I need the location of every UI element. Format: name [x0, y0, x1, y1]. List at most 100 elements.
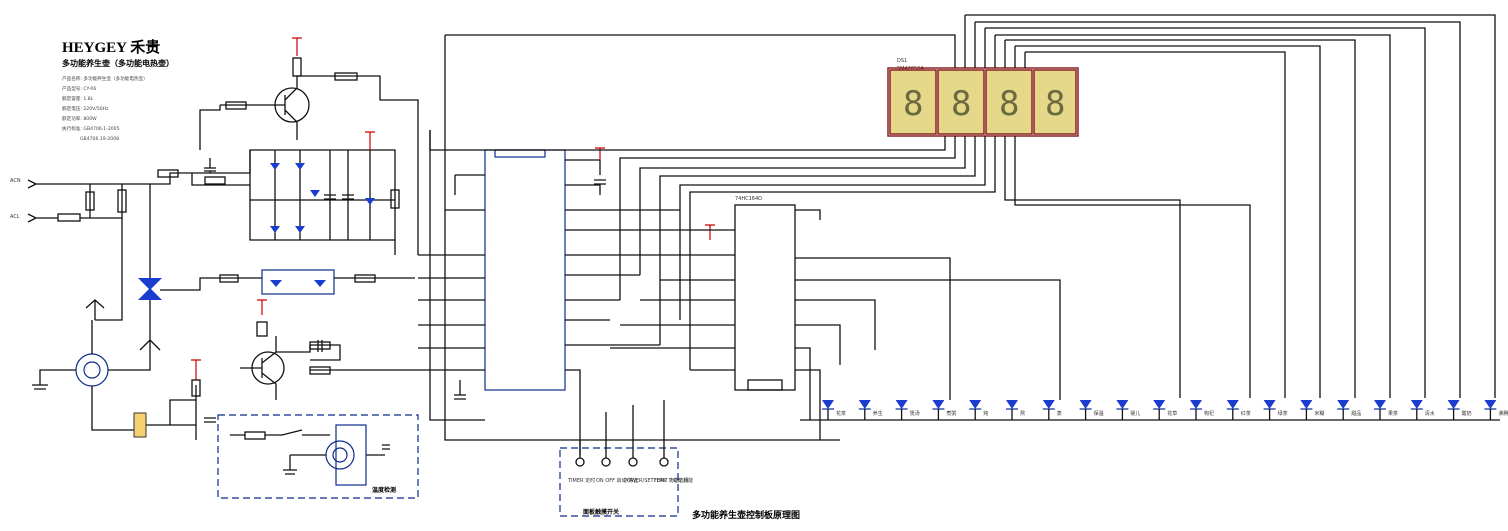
- led-label: 炖: [983, 410, 988, 417]
- led-diode-icon: [858, 400, 871, 409]
- led-diode-icon: [822, 400, 834, 409]
- key-k1-label: TIMER 定时: [567, 477, 595, 484]
- thermal-housing: [335, 424, 367, 486]
- digit-glyph-1: 8: [903, 84, 923, 124]
- led-label: 花草: [1167, 410, 1177, 417]
- led-label: 沸腾: [1498, 410, 1508, 417]
- key-k2-label: ON OFF 启动/停止: [596, 477, 638, 484]
- crystal-inner: [83, 361, 101, 379]
- led-indicator: 枸杞: [1190, 400, 1214, 420]
- varistor: [85, 191, 95, 211]
- led-label: 婴儿: [1130, 410, 1140, 417]
- key-k1[interactable]: [575, 457, 585, 467]
- res-r2: [219, 274, 239, 283]
- zener-d6: [365, 198, 375, 205]
- key-k4-label: FUNC TION 功能: [654, 477, 693, 484]
- led-indicator: 米糊: [1300, 400, 1324, 420]
- led-diode-icon: [932, 400, 945, 409]
- led-indicator: 清水: [1410, 400, 1435, 420]
- seven-segment-display: DS1 SM420564 8 8 8 8: [429, 14, 1496, 398]
- display-part: SM420564: [897, 66, 924, 72]
- led-indicator: 煮粥: [932, 400, 956, 420]
- crystal-cx1: [75, 353, 109, 387]
- diode-d4: [295, 226, 305, 233]
- led-label: 熬: [1020, 410, 1025, 417]
- thermal-cx2: [325, 440, 355, 470]
- led-diode-icon: [1484, 400, 1497, 409]
- digit-glyph-3: 8: [999, 84, 1019, 124]
- switch-box: 面板触摸开关 TIMER 定时 ON OFF 启动/停止 POWER/SETTE…: [559, 400, 693, 517]
- capacitor-x: [117, 189, 127, 213]
- triac-d7-reverse: [138, 288, 162, 300]
- zener-d5: [310, 190, 320, 197]
- led-diode-icon: [969, 400, 982, 409]
- display-frame: [887, 67, 1079, 137]
- ic-u1-body: [484, 149, 566, 391]
- spec-line: 额定容量: 1.8L: [62, 95, 94, 102]
- led-indicator: 熬: [1006, 400, 1025, 420]
- key-k4[interactable]: [659, 457, 669, 467]
- led-diode-icon: [1447, 400, 1460, 409]
- acl-label: ACL: [10, 214, 20, 220]
- led-diode-icon: [1116, 400, 1129, 409]
- res-r13: [191, 379, 201, 397]
- key-k3[interactable]: [628, 457, 638, 467]
- ic-u2-body: [734, 204, 796, 391]
- led-indicator: 红茶: [1226, 400, 1251, 420]
- switch-box-frame: [559, 447, 679, 517]
- led-label: 花茶: [836, 410, 846, 417]
- brand-title: HEYGEY 禾贵: [62, 38, 160, 56]
- optocoupler-u3: [261, 269, 335, 295]
- led-diode-icon: [895, 400, 908, 409]
- digit-2: [937, 69, 985, 135]
- diagram-title: 多功能养生壶控制板原理图: [692, 509, 800, 521]
- digit-glyph-4: 8: [1045, 84, 1065, 124]
- spec-line: 执行标准: GB4706.1-2005: [62, 125, 120, 132]
- ic-u2-part: 74HC164D: [735, 196, 762, 202]
- led-diode-icon: [1153, 400, 1166, 409]
- switch-box-title: 面板触摸开关: [583, 508, 619, 516]
- piezo-sensor: [256, 321, 268, 337]
- spec-list: 产品名称: 多功能养生壶（多功能电热壶） 产品型号: CY-06 额定容量: 1…: [62, 75, 148, 142]
- led-indicator: 煲汤: [895, 400, 920, 420]
- led-indicator: 酸奶: [1447, 400, 1472, 420]
- led-label: 果茶: [1388, 410, 1398, 417]
- digit-glyph-2: 8: [951, 84, 971, 124]
- triac-d7: [138, 278, 162, 290]
- res-r15: [309, 341, 331, 350]
- led-diode-icon: [1300, 400, 1313, 409]
- led-label: 养生: [873, 410, 883, 417]
- led-indicator: 保温: [1079, 400, 1104, 420]
- res-r9: [225, 101, 247, 110]
- key-k3-label: POWER/SETTEMP 功能选择: [624, 477, 689, 484]
- key-k2[interactable]: [601, 457, 611, 467]
- led-label: 清水: [1425, 410, 1435, 417]
- diode-d3: [270, 226, 280, 233]
- power-input-section: ACN ACL: [10, 37, 419, 440]
- buzzer: [133, 412, 147, 438]
- spec-line: 产品型号: CY-06: [62, 85, 96, 92]
- led-diode-icon: [1410, 400, 1423, 409]
- led-label: 煮粥: [946, 410, 956, 417]
- led-row: 花茶养生煲汤煮粥炖熬蒸保温婴儿花草枸杞红茶绿茶米糊甜品果茶清水酸奶沸腾: [822, 400, 1508, 420]
- digit-3: [985, 69, 1033, 135]
- led-indicator: 婴儿: [1116, 400, 1140, 420]
- led-indicator: 甜品: [1337, 400, 1361, 420]
- led-indicator: 炖: [969, 400, 988, 420]
- res-r1: [157, 169, 179, 178]
- thermal-inner: [332, 447, 348, 463]
- led-label: 枸杞: [1204, 410, 1214, 417]
- res-r16: [292, 57, 302, 77]
- sensor-box-title: 温度检测: [372, 486, 396, 494]
- ic-u2-notch: [747, 379, 783, 391]
- led-diode-icon: [1374, 400, 1386, 409]
- led-diode-icon: [1263, 400, 1276, 409]
- led-indicator: 养生: [858, 400, 883, 420]
- digit-1: [889, 69, 937, 135]
- res-r3: [204, 176, 226, 185]
- led-indicator: 绿茶: [1263, 400, 1288, 420]
- opto-led-icon: [314, 280, 326, 287]
- led-diode-icon: [1006, 400, 1018, 409]
- digit-4: [1033, 69, 1077, 135]
